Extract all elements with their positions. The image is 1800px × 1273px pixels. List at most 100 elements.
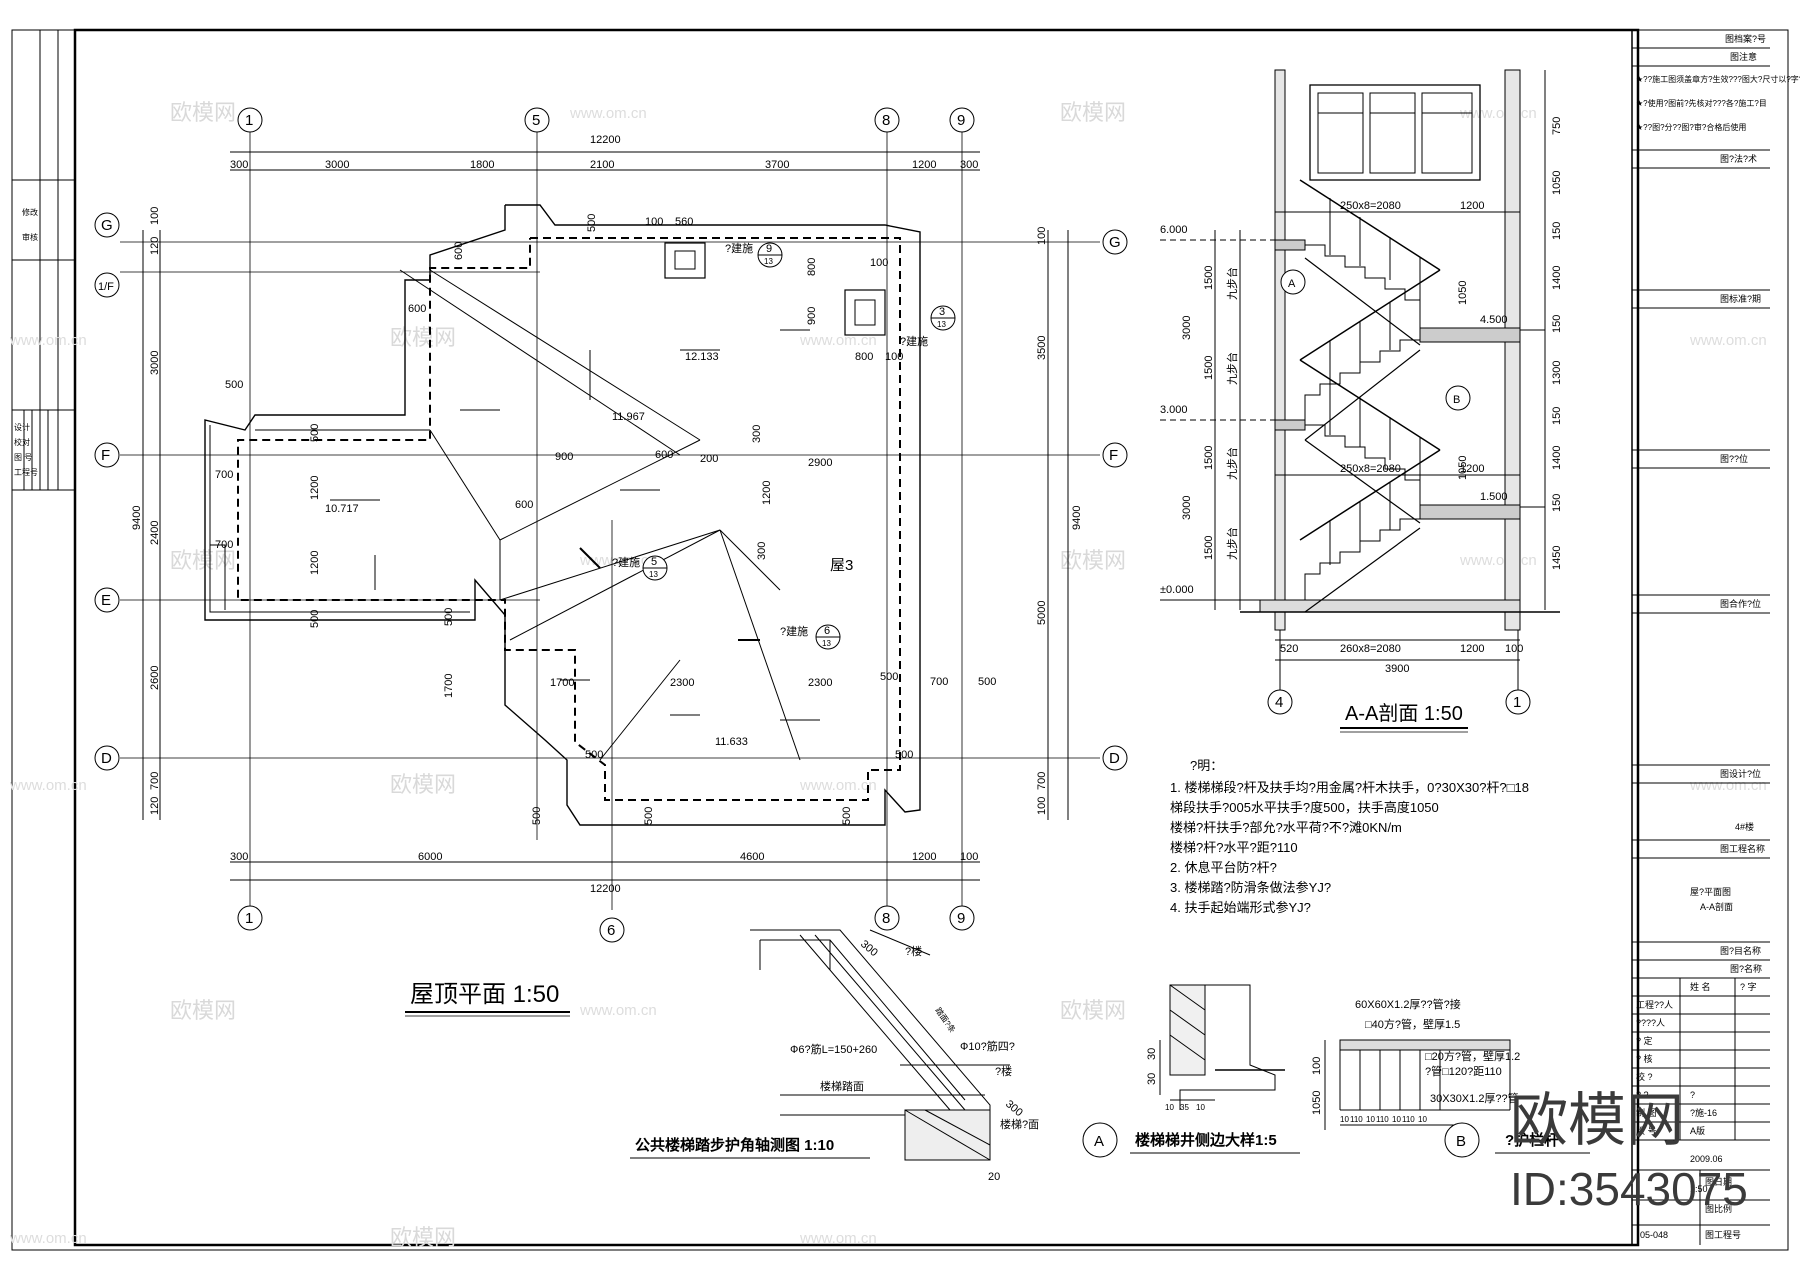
svg-text:1200: 1200	[309, 551, 321, 575]
dim-right: 100	[1036, 227, 1048, 245]
svg-text:□40方?管，壁厚1.5: □40方?管，壁厚1.5	[1365, 1017, 1460, 1031]
svg-text:750: 750	[1551, 117, 1563, 135]
svg-text:制 图: 制 图	[1636, 1107, 1657, 1118]
svg-text:1300: 1300	[1551, 361, 1563, 385]
dim-bottom-total: 12200	[590, 883, 621, 895]
svg-text:700: 700	[215, 469, 233, 481]
svg-text:10: 10	[1340, 1115, 1349, 1124]
level: 6.000	[1160, 224, 1188, 236]
svg-text:10: 10	[1165, 1103, 1174, 1112]
svg-text:1700: 1700	[550, 677, 574, 689]
svg-text:300: 300	[751, 425, 763, 443]
stair-section	[1160, 69, 1560, 690]
room-label: 屋3	[830, 557, 853, 574]
watermark-brand: 欧模网	[170, 548, 236, 573]
svg-text:200: 200	[700, 453, 718, 465]
svg-text:????人: ????人	[1636, 1018, 1665, 1028]
general-notes: ?明： 1. 楼梯梯段?杆及扶手均?用金属?杆木扶手，0?30X30?杆?□18…	[1170, 758, 1529, 915]
dim-top-total: 12200	[590, 134, 621, 146]
watermark-url: www.om.cn	[799, 332, 877, 349]
svg-text:30X30X1.2厚??管: 30X30X1.2厚??管	[1430, 1091, 1519, 1105]
level: 1.500	[1480, 491, 1508, 503]
svg-text:100: 100	[645, 216, 663, 228]
svg-text:900: 900	[806, 307, 818, 325]
svg-text:2300: 2300	[670, 677, 694, 689]
level: ±0.000	[1160, 584, 1194, 596]
dim-top: 300	[230, 159, 248, 171]
grid-right-3: D	[1109, 750, 1120, 767]
svg-text:560: 560	[675, 216, 693, 228]
detail-b	[1324, 1039, 1511, 1130]
dim-left: 2400	[149, 521, 161, 545]
svg-text:05-048: 05-048	[1640, 1230, 1668, 1240]
detail-ref: ?建施 6 13	[780, 624, 841, 650]
detail-ref: ?建施 9 13	[725, 241, 783, 268]
svg-text:?建施: ?建施	[780, 624, 808, 638]
svg-text:60X60X1.2厚??管?接: 60X60X1.2厚??管?接	[1355, 997, 1461, 1011]
grid-left-3: F	[101, 447, 110, 464]
dim-bottom: 100	[960, 851, 978, 863]
svg-text:3: 3	[939, 306, 945, 318]
dim-top: 2100	[590, 159, 614, 171]
strip-label-3: 设计	[14, 422, 30, 432]
detail-a-callout: A	[1094, 1133, 1104, 1150]
svg-text:600: 600	[453, 242, 465, 260]
strip-label-4: 校对	[14, 437, 30, 447]
svg-text:1200: 1200	[761, 481, 773, 505]
svg-text:九步台: 九步台	[1225, 527, 1239, 560]
dim-right: 100	[1036, 797, 1048, 815]
dim-bottom-total: 3900	[1385, 663, 1409, 675]
watermark-url: www.om.cn	[1689, 332, 1767, 349]
svg-text:2009.06: 2009.06	[1690, 1154, 1723, 1164]
svg-text:图?目名称: 图?目名称	[1720, 945, 1761, 956]
svg-text:1500: 1500	[1203, 356, 1215, 380]
notes-heading: ?明：	[1190, 758, 1223, 773]
svg-text:Ф6?筋L=150+260: Ф6?筋L=150+260	[790, 1042, 877, 1056]
svg-text:?建施: ?建施	[612, 555, 640, 569]
svg-text:图??位: 图??位	[1720, 453, 1748, 464]
elevation-4: 11.633	[715, 736, 748, 748]
dim-top: 300	[960, 159, 978, 171]
svg-text:500: 500	[585, 749, 603, 761]
dim-left: 2600	[149, 666, 161, 690]
svg-text:Ф10?筋四?: Ф10?筋四?	[960, 1039, 1015, 1053]
svg-text:300: 300	[1003, 1098, 1025, 1119]
svg-text:图?法?术: 图?法?术	[1720, 153, 1757, 164]
dim-left: 120	[149, 797, 161, 815]
svg-text:6: 6	[824, 625, 830, 637]
svg-text:700: 700	[930, 676, 948, 688]
svg-text:图工程名称: 图工程名称	[1720, 843, 1765, 854]
svg-text:★??图?分??图?审?合格后使用: ★??图?分??图?审?合格后使用	[1636, 122, 1746, 132]
detail-b-title: ?护栏杆	[1505, 1131, 1559, 1149]
svg-text:图工程号: 图工程号	[1705, 1230, 1741, 1240]
watermark-url: www.om.cn	[579, 1002, 657, 1019]
svg-text:九步台: 九步台	[1225, 352, 1239, 385]
grid-top-1: 1	[245, 112, 253, 129]
svg-text:100: 100	[870, 257, 888, 269]
dim-top: 3700	[765, 159, 789, 171]
grid-bottom-3: 8	[882, 910, 890, 927]
svg-text:600: 600	[408, 303, 426, 315]
left-binding-strip: 修改 审核 设计 校对 图 号 工程号	[11, 30, 75, 491]
grid-top-3: 8	[882, 112, 890, 129]
svg-text:九步台: 九步台	[1225, 447, 1239, 480]
dim-bottom: 100	[1505, 643, 1523, 655]
dim-mid: 1200	[1460, 463, 1484, 475]
svg-text:? 核: ? 核	[1636, 1053, 1653, 1064]
svg-text:600: 600	[515, 499, 533, 511]
svg-text:? 定: ? 定	[1636, 1035, 1653, 1046]
grid-right-1: G	[1109, 234, 1121, 251]
svg-text:?: ?	[1690, 1090, 1695, 1100]
detail-ref: ?建施 3 13	[900, 305, 956, 348]
svg-text:1050: 1050	[1457, 456, 1469, 480]
svg-text:900: 900	[555, 451, 573, 463]
watermark-url: www.om.cn	[569, 105, 647, 122]
svg-text:500: 500	[443, 608, 455, 626]
dim-top: 1200	[1460, 200, 1484, 212]
dim-bottom: 1200	[912, 851, 936, 863]
svg-text:500: 500	[880, 671, 898, 683]
svg-text:1400: 1400	[1551, 446, 1563, 470]
svg-text:1500: 1500	[1203, 266, 1215, 290]
svg-text:1500: 1500	[1203, 536, 1215, 560]
